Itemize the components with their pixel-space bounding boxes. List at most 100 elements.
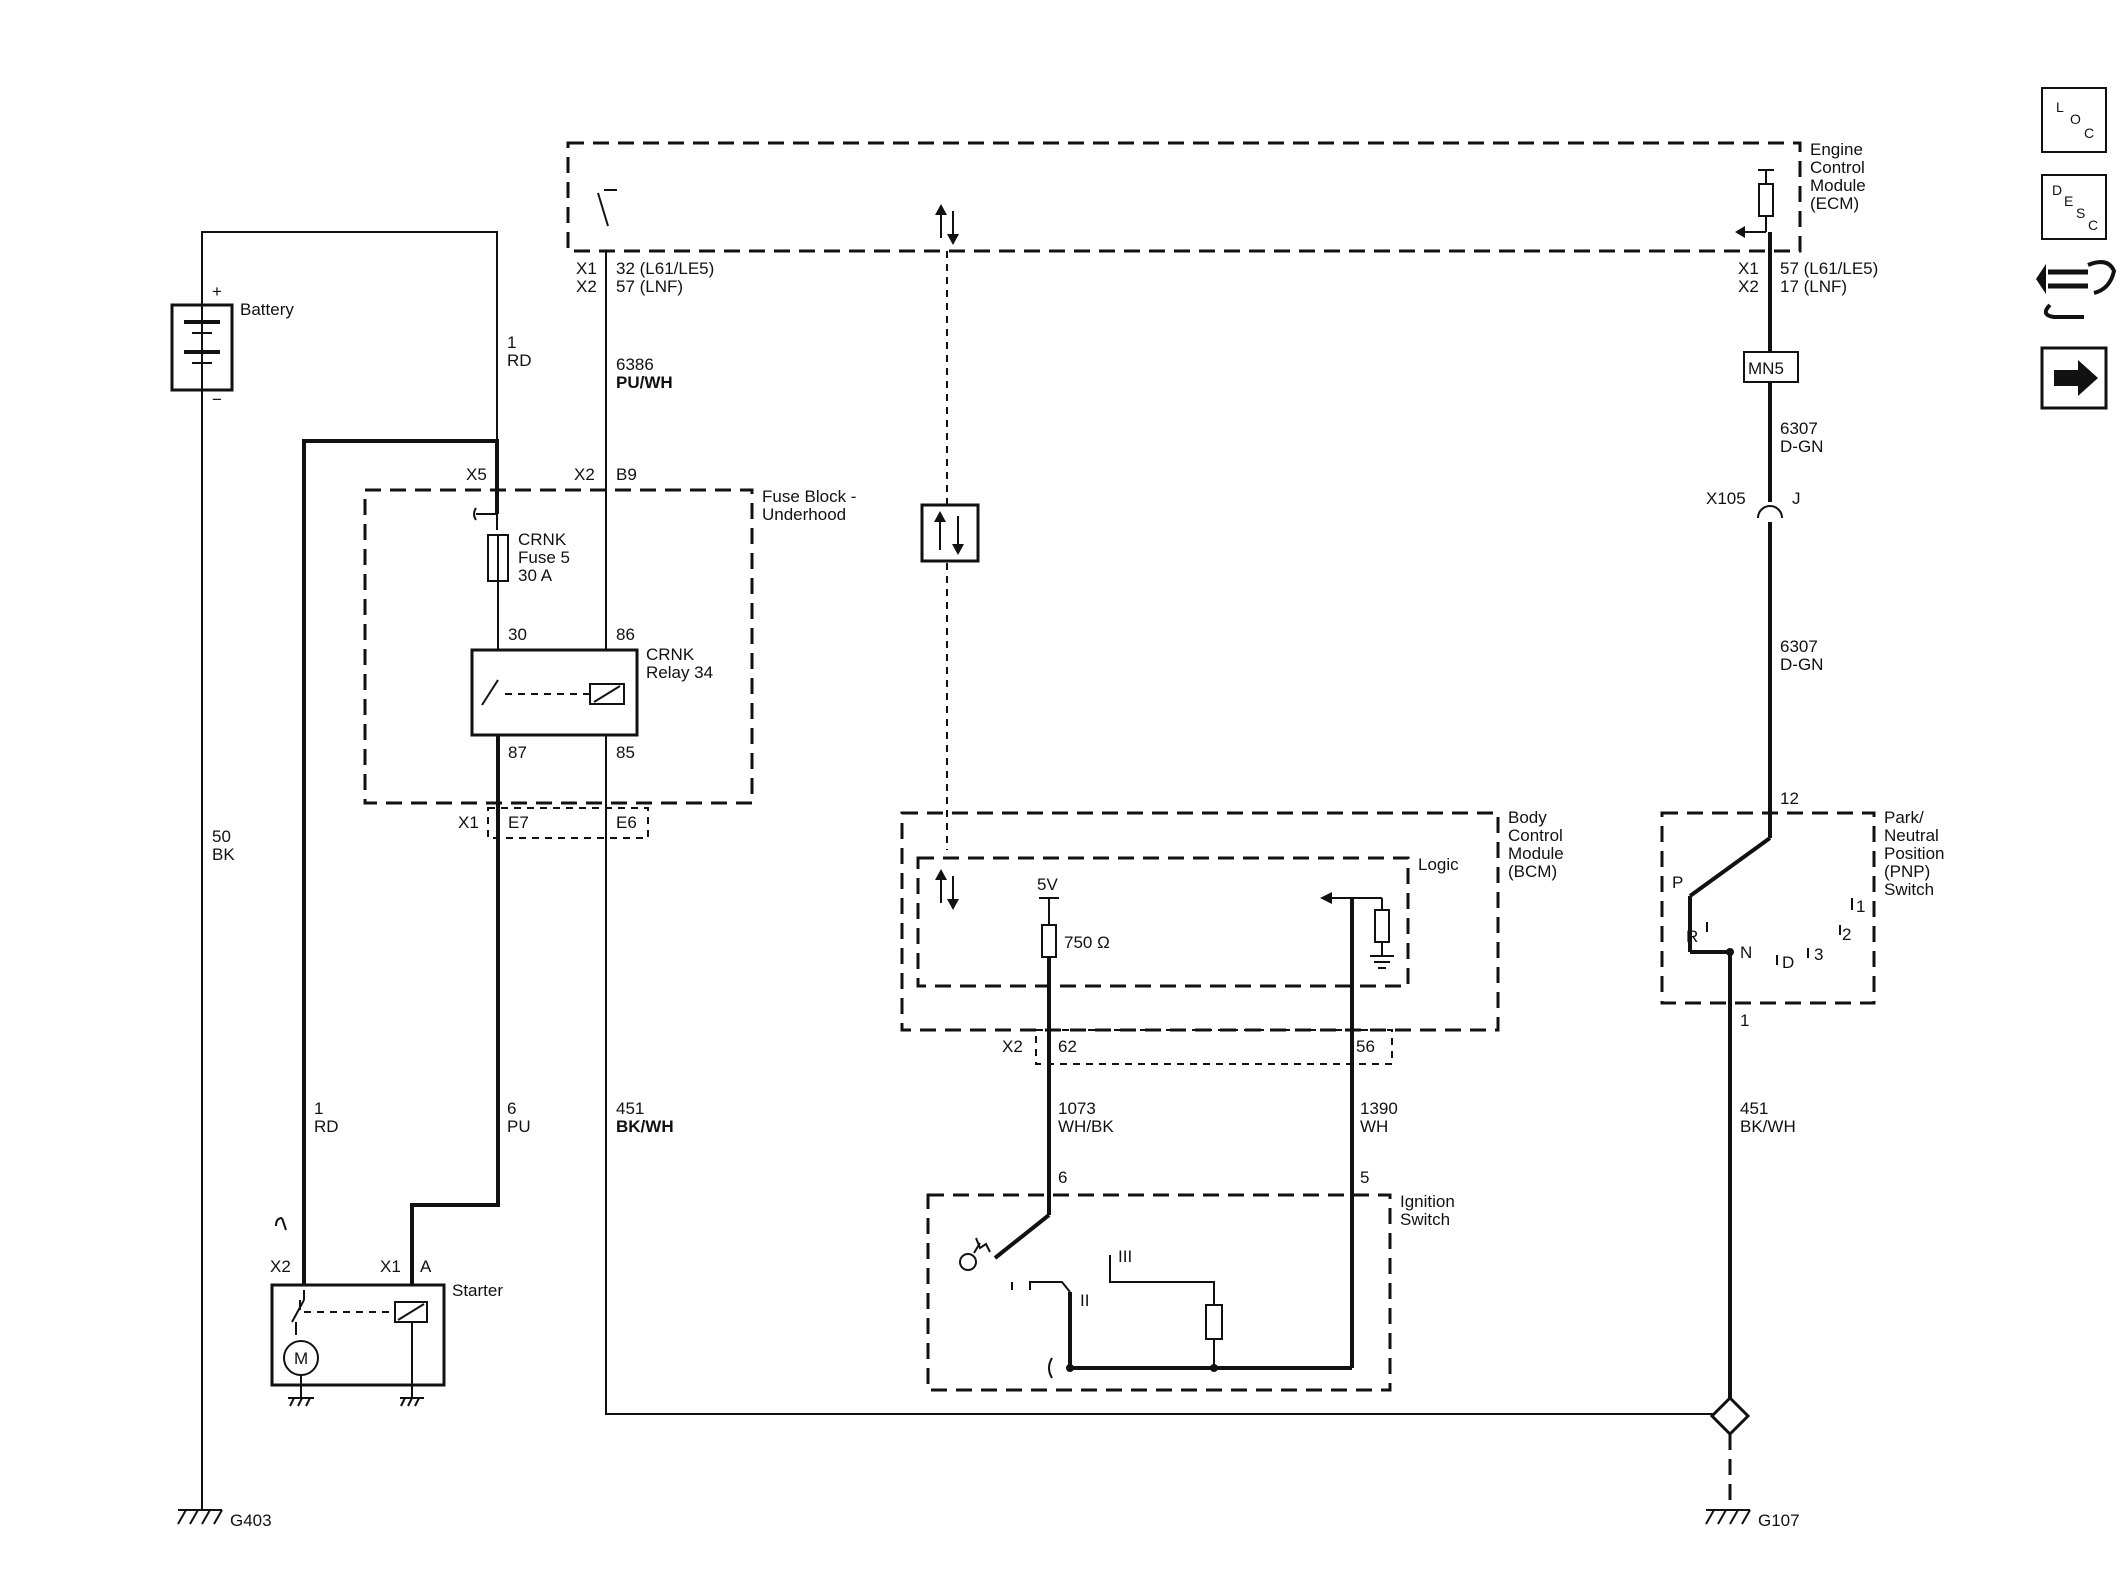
- pnp-pos-n: N: [1740, 943, 1752, 962]
- ignition-switch: [926, 1193, 1392, 1392]
- fuse-e6: E6: [616, 813, 637, 832]
- bcm-label-2: Control: [1508, 826, 1563, 845]
- ground-g403-icon: [177, 1509, 223, 1525]
- bcm-pin-62: 62: [1058, 1037, 1077, 1056]
- relay-label-1: CRNK: [646, 645, 695, 664]
- wire-starter-ctrl-num: 6: [507, 1099, 516, 1118]
- bcm-logic-block: [916, 856, 1410, 988]
- bcm-label-3: Module: [1508, 844, 1564, 863]
- wire-ecm-ctrl-num: 6386: [616, 355, 654, 374]
- serial-data-icon: [920, 503, 980, 563]
- ecm-left-pin-1: 32 (L61/LE5): [616, 259, 714, 278]
- pnp-pin-1: 1: [1740, 1011, 1749, 1030]
- starter-ground-icon: [288, 1397, 424, 1407]
- starter-label: Starter: [452, 1281, 503, 1300]
- nav-desc-c: C: [2088, 217, 2098, 233]
- ecm-right-pin-1: 57 (L61/LE5): [1780, 259, 1878, 278]
- battery-pos-label: +: [212, 282, 222, 301]
- ecm-right-x2: X2: [1738, 277, 1759, 296]
- pnp-pin-12: 12: [1780, 789, 1799, 808]
- nav-loc-o: O: [2070, 111, 2081, 127]
- location-icon[interactable]: L O C: [2041, 87, 2107, 153]
- bcm-x2: X2: [1002, 1037, 1023, 1056]
- ecm-left-x2: X2: [576, 277, 597, 296]
- bcm-x2-connector: [1035, 1029, 1393, 1065]
- fuse-connector-icon: [473, 507, 497, 521]
- fuse-label-1: CRNK: [518, 530, 567, 549]
- ground-g403-label: G403: [230, 1511, 272, 1530]
- bcm-label-1: Body: [1508, 808, 1547, 827]
- wire-relay-gnd-color: BK/WH: [616, 1117, 674, 1136]
- fuse-label-3: 30 A: [518, 566, 553, 585]
- bcm-label-4: (BCM): [1508, 862, 1557, 881]
- battery-neg-label: −: [212, 390, 222, 409]
- pnp-label-2: Neutral: [1884, 826, 1939, 845]
- inline-x105: X105: [1706, 489, 1746, 508]
- bcm-data-arrows: [935, 869, 959, 910]
- fuse-x2: X2: [574, 465, 595, 484]
- starter-motor-label: M: [294, 1349, 308, 1368]
- wire-ign-sig-num: 1390: [1360, 1099, 1398, 1118]
- inline-connector-x105-icon: [1757, 505, 1783, 532]
- nav-loc-c: C: [2084, 125, 2094, 141]
- battery: [170, 303, 234, 392]
- wire-starter-feed-color: RD: [314, 1117, 339, 1136]
- wire-pnp-b-color: D-GN: [1780, 655, 1823, 674]
- ignition-key-icon: [959, 1213, 1051, 1271]
- wire-pnp-gnd-num: 451: [1740, 1099, 1768, 1118]
- fuse-e7: E7: [508, 813, 529, 832]
- wire-starter-control: [410, 735, 500, 1300]
- wire-starter-feed-num: 1: [314, 1099, 323, 1118]
- ign-label-1: Ignition: [1400, 1192, 1455, 1211]
- ground-g107-label: G107: [1758, 1511, 1800, 1530]
- bcm-logic-label: Logic: [1418, 855, 1459, 874]
- bcm-resistor-value: 750 Ω: [1064, 933, 1110, 952]
- bcm-module: [900, 811, 1500, 1032]
- ecm-label-1: Engine: [1810, 140, 1863, 159]
- nav-desc-s: S: [2076, 205, 2085, 221]
- fuse-x1: X1: [458, 813, 479, 832]
- starter-x1: X1: [380, 1257, 401, 1276]
- description-icon[interactable]: D E S C: [2041, 174, 2107, 240]
- relay-label-2: Relay 34: [646, 663, 713, 682]
- wire-ecm-ctrl-color: PU/WH: [616, 373, 673, 392]
- starter-a: A: [420, 1257, 432, 1276]
- arrow-right-icon[interactable]: [2040, 346, 2108, 410]
- ign-pos-2: II: [1080, 1291, 1089, 1310]
- pnp-pos-1: 1: [1856, 897, 1865, 916]
- wire-pnp-a-color: D-GN: [1780, 437, 1823, 456]
- wire-bat-neg-color: BK: [212, 845, 235, 864]
- crnk-fuse-5: [487, 534, 509, 582]
- ign-pos-3: III: [1118, 1247, 1132, 1266]
- wire-relay-ground: [605, 735, 1730, 1415]
- wire-bat-pos-num: 1: [507, 333, 516, 352]
- ecm-left-pin-2: 57 (LNF): [616, 277, 683, 296]
- pnp-pos-p: P: [1672, 873, 1683, 892]
- ecm-right-x1: X1: [1738, 259, 1759, 278]
- wire-starter-feed: [302, 439, 499, 1290]
- ecm-left-x1: X1: [576, 259, 597, 278]
- pnp-pos-d: D: [1782, 953, 1794, 972]
- splice-diamond-icon: [1709, 1395, 1751, 1437]
- bcm-voltage: 5V: [1037, 875, 1058, 894]
- wire-bat-pos-color: RD: [507, 351, 532, 370]
- wire-pnp-gnd-color: BK/WH: [1740, 1117, 1796, 1136]
- starter-x2: X2: [270, 1257, 291, 1276]
- ecm-label-3: Module: [1810, 176, 1866, 195]
- wire-pnp-b-num: 6307: [1780, 637, 1818, 656]
- bcm-ground-icon: [1370, 955, 1394, 969]
- wire-ign-crank-num: 1073: [1058, 1099, 1096, 1118]
- pnp-contact: [1688, 836, 1853, 1062]
- ecm-module: [566, 141, 1802, 253]
- fuse-block-label-1: Fuse Block -: [762, 487, 856, 506]
- pnp-label-4: (PNP): [1884, 862, 1930, 881]
- connector-icon[interactable]: [2036, 260, 2117, 319]
- relay-pin-30: 30: [508, 625, 527, 644]
- wire-pnp-a-num: 6307: [1780, 419, 1818, 438]
- bcm-pin-56: 56: [1356, 1037, 1375, 1056]
- pnp-label-1: Park/: [1884, 808, 1924, 827]
- ign-label-2: Switch: [1400, 1210, 1450, 1229]
- inline-pin-j: J: [1792, 489, 1801, 508]
- nav-desc-e: E: [2064, 193, 2073, 209]
- nav-desc-d: D: [2052, 182, 2062, 198]
